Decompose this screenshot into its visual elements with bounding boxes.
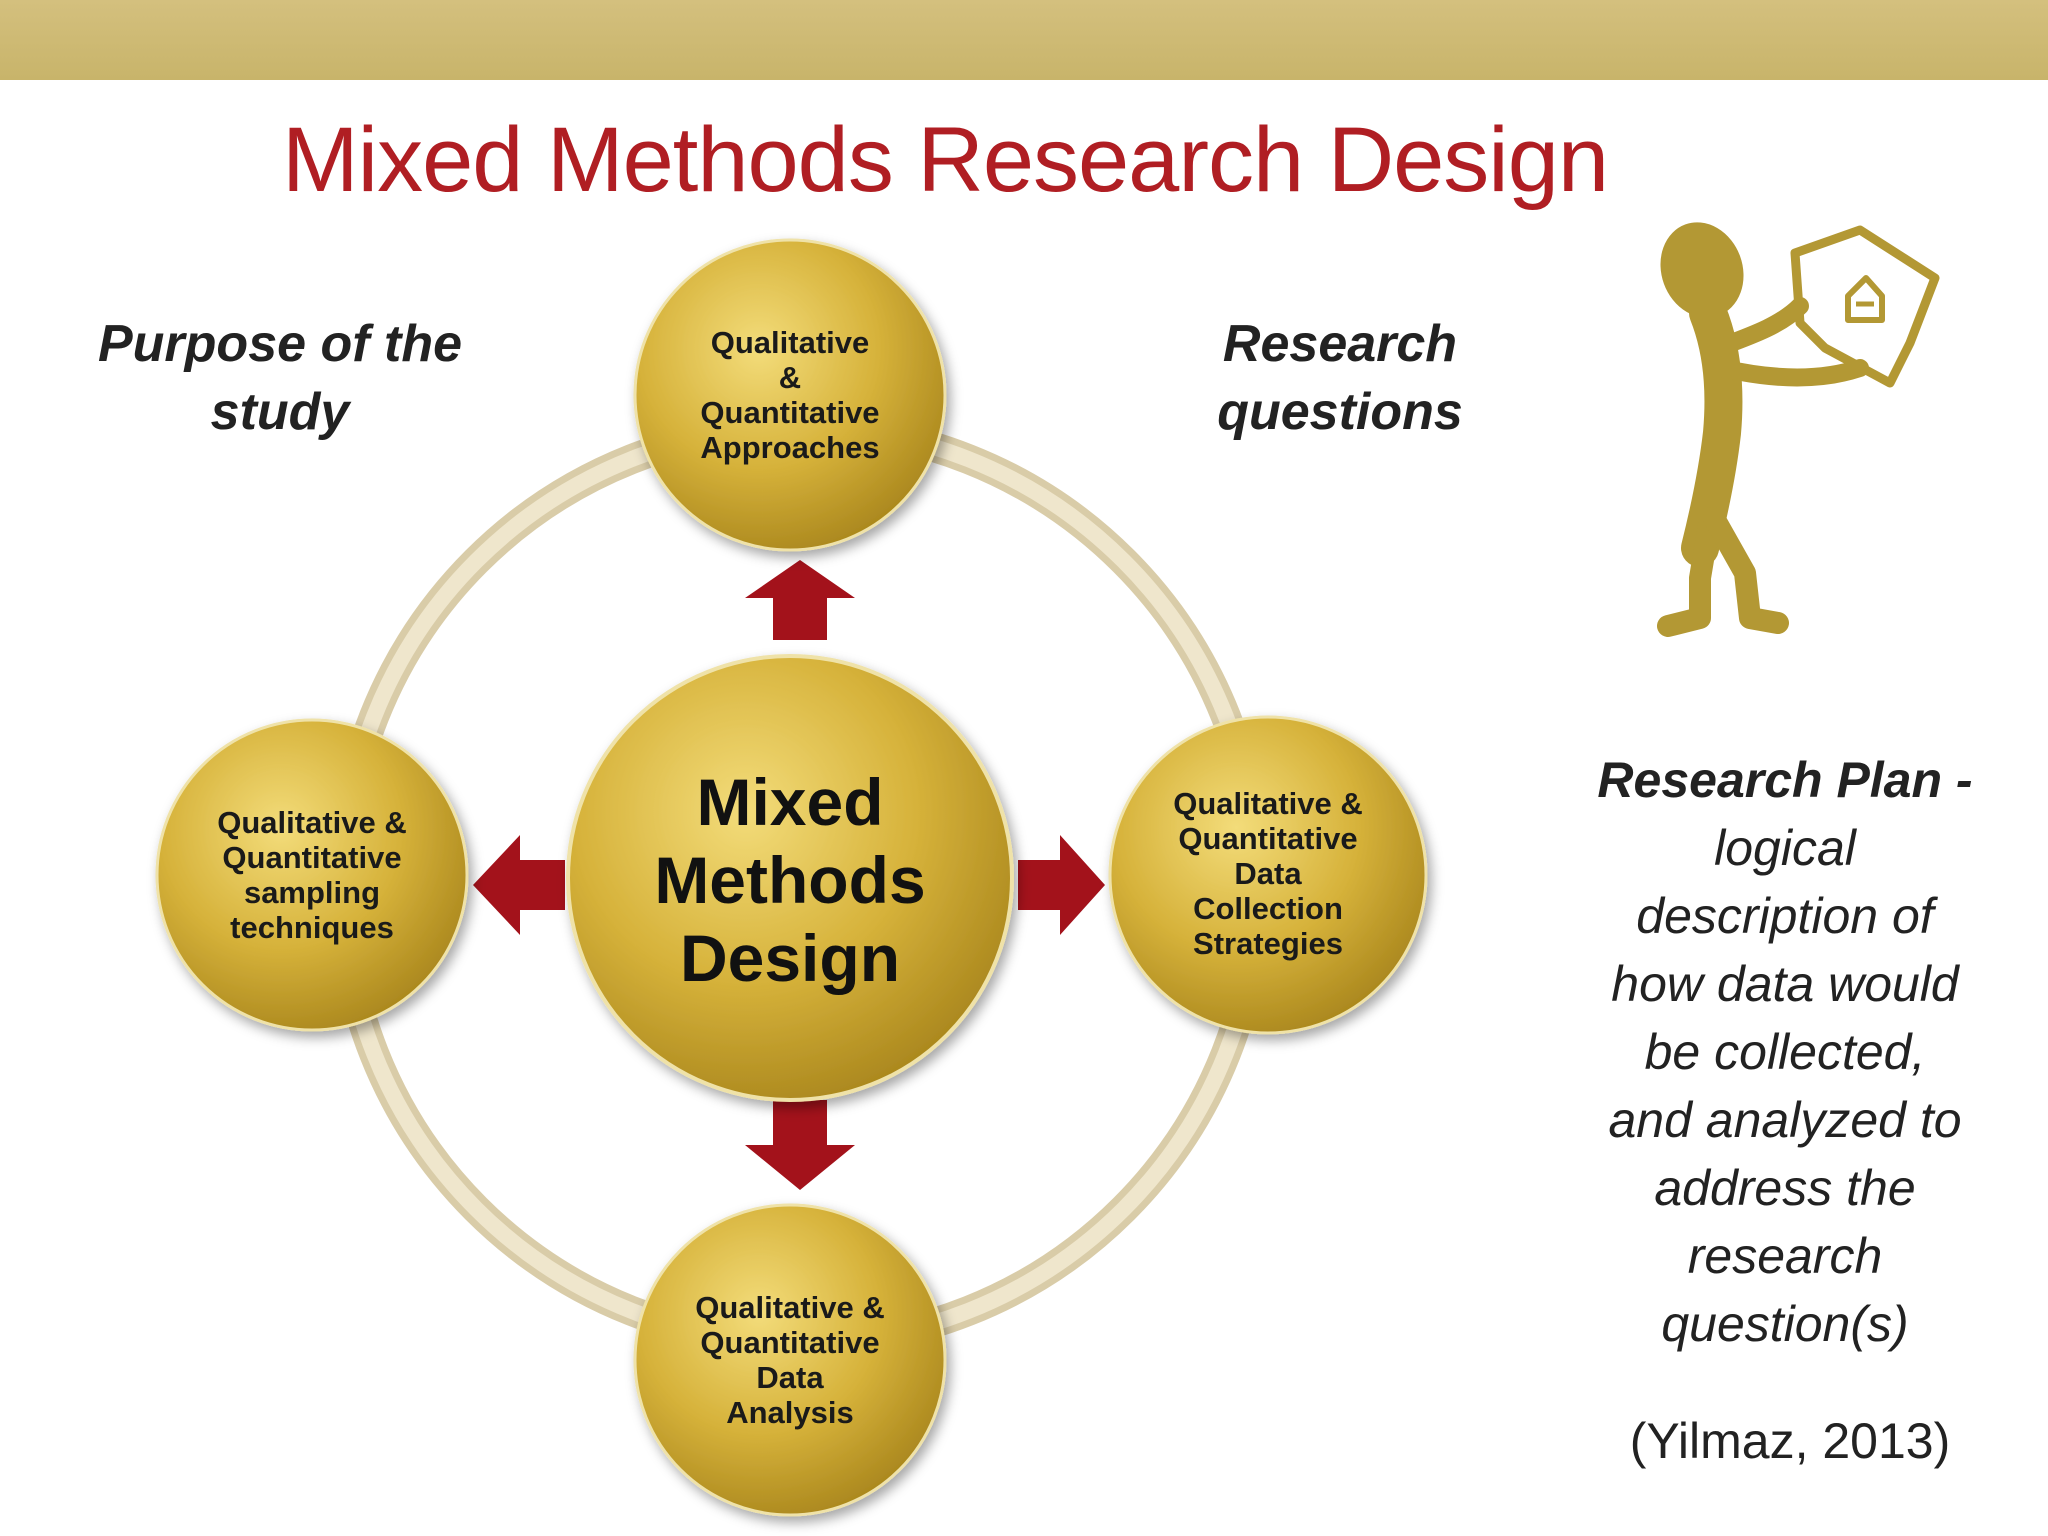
- arrows: [473, 560, 1105, 1190]
- research-plan-heading: Research Plan -: [1597, 752, 1973, 808]
- left-node-text: Qualitative & Quantitative sampling tech…: [217, 805, 407, 945]
- arrow-down: [745, 1100, 855, 1190]
- center-node-text: Mixed Methods Design: [654, 765, 926, 995]
- top-node-text: Qualitative & Quantitative Approaches: [700, 325, 880, 465]
- purpose-label: Purpose of the study: [97, 315, 463, 441]
- arrow-right: [1018, 835, 1105, 935]
- research-questions-label: Research questions: [1217, 315, 1463, 441]
- bottom-node-text: Qualitative & Quantitative Data Analysis: [695, 1290, 885, 1430]
- top-circle: [633, 238, 947, 552]
- arrow-left: [473, 835, 565, 935]
- right-circle: [1108, 715, 1428, 1035]
- citation: (Yilmaz, 2013): [1629, 1413, 1951, 1469]
- arrow-up: [745, 560, 855, 640]
- center-circle: [566, 654, 1014, 1102]
- slide-title: Mixed Methods Research Design: [282, 109, 1609, 211]
- right-node-text: Qualitative & Quantitative Data Collecti…: [1173, 785, 1363, 961]
- left-circle: [155, 718, 469, 1032]
- research-plan-body: logical description of how data would be…: [1608, 820, 1962, 1352]
- bottom-circle: [633, 1203, 947, 1517]
- research-plan-block: Research Plan - logical description of h…: [1540, 746, 2030, 1358]
- top-banner-bar: [0, 0, 2048, 80]
- person-holding-house-sign-icon: [1657, 222, 1940, 637]
